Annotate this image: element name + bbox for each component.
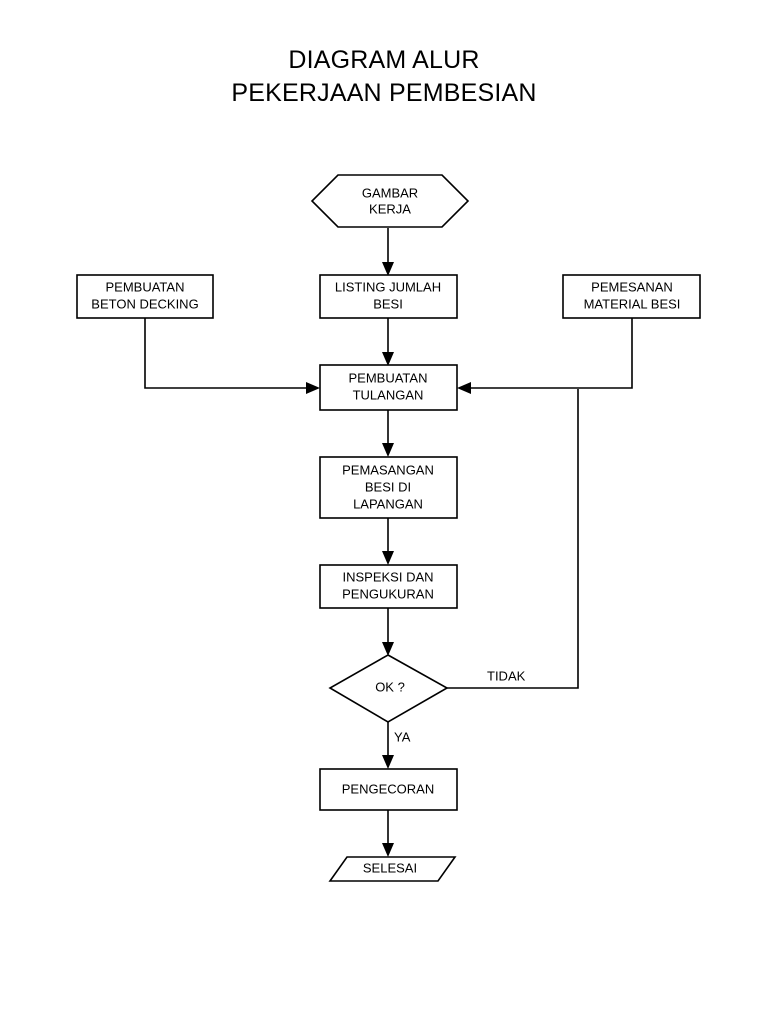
- connector-ok-tidak-feedback: [447, 389, 579, 689]
- page-title-line-1: DIAGRAM ALUR: [288, 46, 480, 74]
- connector-pemesanan-to-tulangan: [465, 318, 633, 389]
- arrowhead-pengecoran-to-selesai: [382, 843, 394, 857]
- node-label-listing-besi-line-1: LISTING JUMLAH: [335, 279, 441, 294]
- node-pembuatan-tulangan[interactable]: PEMBUATAN TULANGAN: [319, 364, 458, 411]
- arrowhead-decking-to-tulangan: [306, 382, 320, 394]
- node-label-inspeksi-line-1: INSPEKSI DAN: [342, 569, 433, 584]
- node-gambar-kerja[interactable]: GAMBAR KERJA: [310, 174, 470, 228]
- arrowhead-tulangan-to-pemasangan: [382, 443, 394, 457]
- node-ok-decision[interactable]: OK ?: [328, 654, 449, 723]
- rect-inspeksi: [319, 564, 458, 609]
- rect-pengecoran: [319, 768, 458, 811]
- node-label-pemesanan-besi-line-1: PEMESANAN: [591, 279, 673, 294]
- node-pemasangan-besi[interactable]: PEMASANGAN BESI DI LAPANGAN: [319, 456, 458, 519]
- rect-pemesanan-besi: [562, 274, 701, 319]
- node-label-listing-besi-line-2: BESI: [373, 296, 403, 311]
- node-inspeksi[interactable]: INSPEKSI DAN PENGUKURAN: [319, 564, 458, 609]
- parallelogram-selesai: [328, 856, 457, 882]
- arrowhead-gambar-to-listing: [382, 262, 394, 276]
- rect-beton-decking: [76, 274, 214, 319]
- node-beton-decking[interactable]: PEMBUATAN BETON DECKING: [76, 274, 214, 319]
- node-label-pemasangan-besi-line-2: BESI DI: [365, 479, 411, 494]
- arrowhead-pemesanan-to-tulangan: [457, 382, 471, 394]
- node-label-selesai: SELESAI: [363, 860, 417, 875]
- rect-pembuatan-tulangan: [319, 364, 458, 411]
- node-label-pembuatan-tulangan-line-2: TULANGAN: [353, 387, 424, 402]
- rect-pemasangan-besi: [319, 456, 458, 519]
- rect-listing-besi: [319, 274, 458, 319]
- page-title: DIAGRAM ALUR PEKERJAAN PEMBESIAN: [0, 44, 768, 110]
- node-label-pemasangan-besi-line-3: LAPANGAN: [353, 496, 423, 511]
- hexagon-gambar-kerja: [310, 174, 470, 228]
- page-title-line-2: PEKERJAAN PEMBESIAN: [231, 79, 537, 107]
- node-pengecoran[interactable]: PENGECORAN: [319, 768, 458, 811]
- node-label-pembuatan-tulangan-line-1: PEMBUATAN: [349, 370, 428, 385]
- node-label-ok-decision: OK ?: [375, 679, 405, 694]
- edge-label-tidak: TIDAK: [487, 668, 526, 683]
- node-label-beton-decking-line-1: PEMBUATAN: [106, 279, 185, 294]
- node-label-inspeksi-line-2: PENGUKURAN: [342, 586, 434, 601]
- node-label-pemesanan-besi-line-2: MATERIAL BESI: [584, 296, 681, 311]
- node-selesai[interactable]: SELESAI: [328, 856, 457, 882]
- node-label-pemasangan-besi-line-1: PEMASANGAN: [342, 462, 434, 477]
- arrowhead-listing-to-tulangan: [382, 352, 394, 366]
- node-listing-besi[interactable]: LISTING JUMLAH BESI: [319, 274, 458, 319]
- node-pemesanan-besi[interactable]: PEMESANAN MATERIAL BESI: [562, 274, 701, 319]
- arrowhead-inspeksi-to-ok: [382, 642, 394, 656]
- node-label-gambar-kerja-line-2: KERJA: [369, 201, 411, 216]
- arrowhead-pemasangan-to-inspeksi: [382, 551, 394, 565]
- arrowhead-ok-to-pengecoran: [382, 755, 394, 769]
- node-label-gambar-kerja-line-1: GAMBAR: [362, 185, 418, 200]
- diamond-ok-decision: [328, 654, 449, 723]
- node-label-pengecoran: PENGECORAN: [342, 781, 434, 796]
- node-label-beton-decking-line-2: BETON DECKING: [91, 296, 198, 311]
- edge-label-ya: YA: [394, 729, 411, 744]
- connector-decking-to-tulangan: [144, 318, 312, 389]
